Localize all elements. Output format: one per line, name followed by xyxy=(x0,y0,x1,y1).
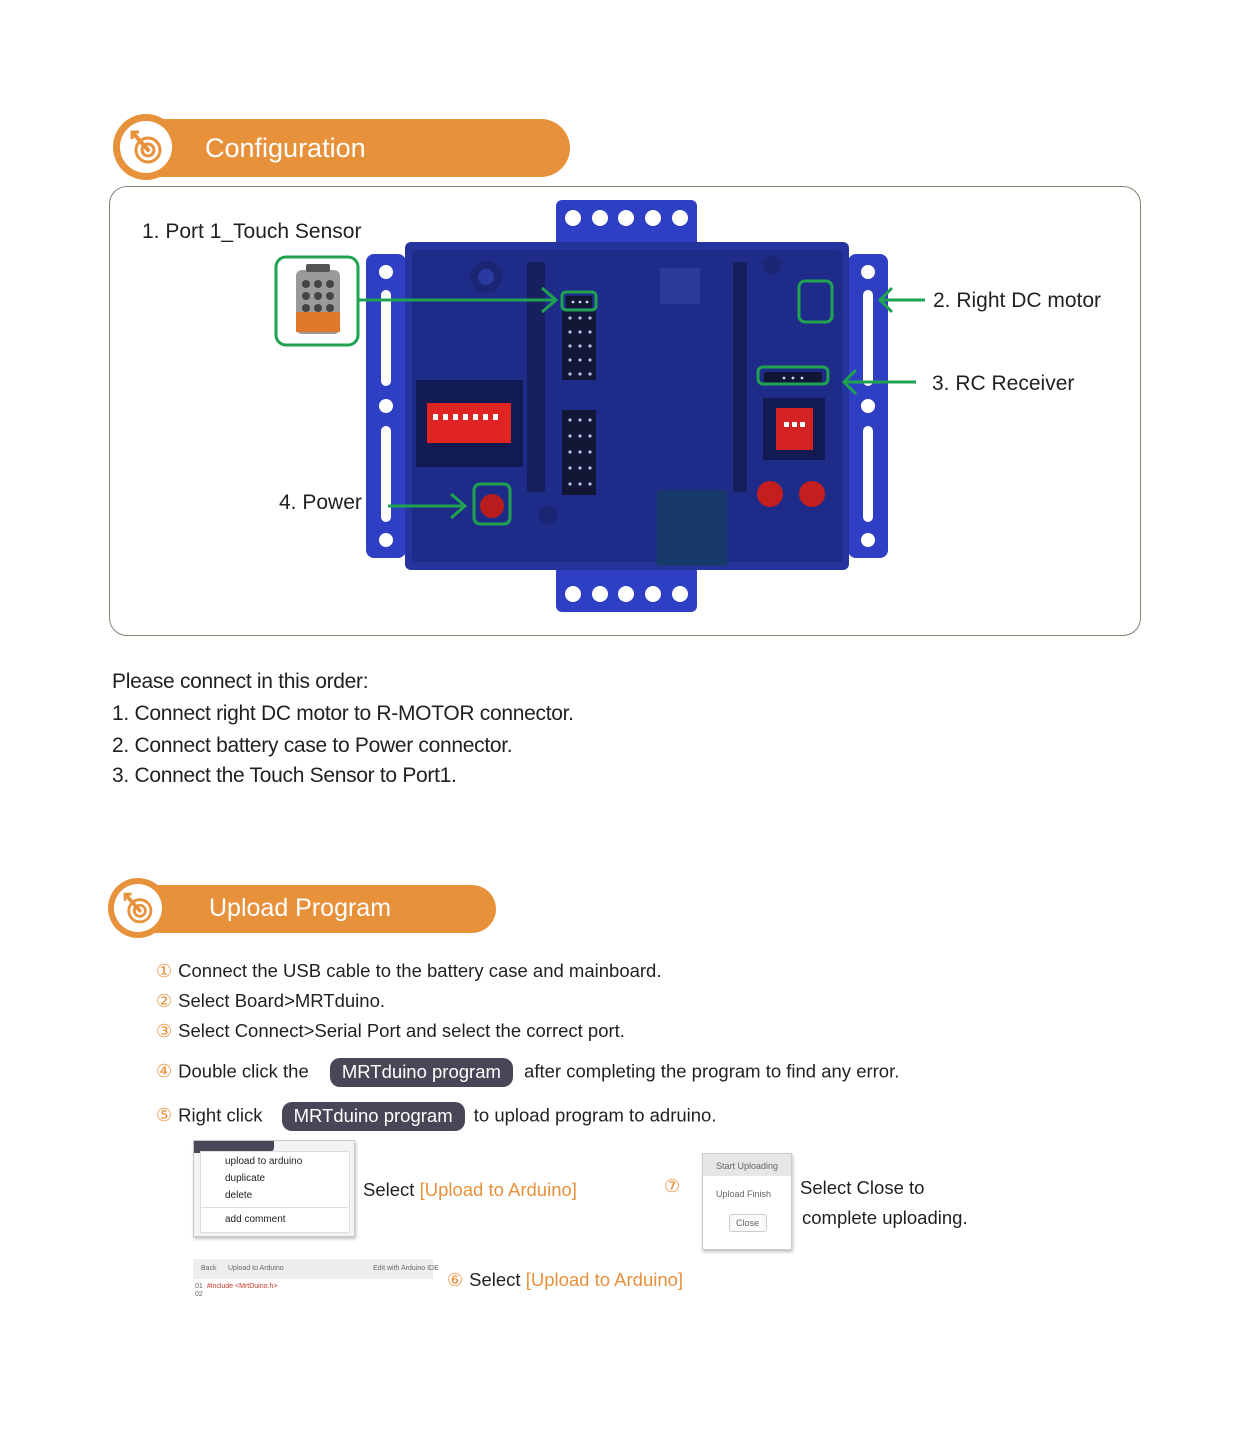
toolbar-bar xyxy=(193,1259,433,1279)
select-prefix: Select xyxy=(363,1179,415,1200)
dialog-close-button[interactable]: Close xyxy=(729,1214,767,1232)
step-text: Double click the xyxy=(178,1060,309,1082)
label-rc-receiver: 3. RC Receiver xyxy=(932,372,1075,395)
toolbar-back[interactable]: Back xyxy=(201,1265,217,1272)
upload-to-arduino-highlight: [Upload to Arduino] xyxy=(419,1179,577,1200)
step-number: ② xyxy=(156,991,173,1011)
toolbar-screenshot: Back Upload to Arduino Edit with Arduino… xyxy=(193,1259,439,1299)
step-text: Right click xyxy=(178,1104,263,1126)
label-right-dc-motor: 2. Right DC motor xyxy=(933,289,1102,312)
dialog-status: Upload Finish xyxy=(716,1189,772,1199)
step-text: to upload program to adruino. xyxy=(473,1104,717,1126)
connect-order-step-3: 3. Connect the Touch Sensor to Port1. xyxy=(112,764,457,787)
code-line-number: 02 xyxy=(195,1291,203,1298)
step-number: ⑤ xyxy=(156,1105,173,1126)
menu-item-duplicate[interactable]: duplicate xyxy=(225,1173,266,1184)
step-text: after completing the program to find any… xyxy=(524,1060,900,1082)
menu-item-delete[interactable]: delete xyxy=(225,1190,253,1201)
label-touch-sensor: 1. Port 1_Touch Sensor xyxy=(142,220,362,243)
menu-divider xyxy=(200,1207,348,1208)
connect-order-step-2: 2. Connect battery case to Power connect… xyxy=(112,734,513,757)
menu-item-add-comment[interactable]: add comment xyxy=(225,1214,286,1225)
step-7-number: ⑦ xyxy=(664,1176,681,1196)
hand-pointer-icon xyxy=(130,130,162,164)
step-text: Connect the USB cable to the battery cas… xyxy=(178,960,662,981)
step-number: ④ xyxy=(156,1061,173,1082)
code-line-number: 01 xyxy=(195,1283,203,1290)
configuration-badge xyxy=(113,114,179,180)
step-7-line-2: complete uploading. xyxy=(802,1207,968,1228)
step-7-line-1: Select Close to xyxy=(800,1177,925,1198)
step-number: ③ xyxy=(156,1021,173,1041)
step-text: Select Board>MRTduino. xyxy=(178,990,386,1011)
step-text: Select xyxy=(469,1269,521,1290)
context-menu xyxy=(200,1151,350,1233)
upload-to-arduino-highlight: [Upload to Arduino] xyxy=(525,1269,684,1290)
upload-banner: Upload Program xyxy=(138,885,496,933)
connect-order-intro: Please connect in this order: xyxy=(112,670,369,693)
close-label: Close xyxy=(736,1218,760,1228)
hand-pointer-icon xyxy=(123,892,153,924)
upload-dialog-screenshot: Start Uploading Upload Finish Close xyxy=(702,1153,792,1250)
toolbar-upload[interactable]: Upload to Arduino xyxy=(228,1265,284,1272)
configuration-title: Configuration xyxy=(205,133,366,163)
toolbar-edit[interactable]: Edit with Arduino IDE xyxy=(373,1265,439,1272)
context-menu-screenshot: upload to arduino duplicate delete add c… xyxy=(193,1140,355,1237)
upload-badge xyxy=(108,878,168,938)
mainboard-diagram xyxy=(274,200,925,612)
block-edge xyxy=(194,1141,274,1153)
menu-item-upload[interactable]: upload to arduino xyxy=(225,1156,303,1167)
mrtduino-program-block[interactable]: MRTduino program xyxy=(329,1058,513,1087)
select-upload-instruction: Select [Upload to Arduino] xyxy=(363,1179,577,1201)
dialog-title: Start Uploading xyxy=(716,1161,779,1171)
step-text: Select Connect>Serial Port and select th… xyxy=(178,1020,625,1041)
step-number: ⑥ xyxy=(447,1270,464,1290)
upload-title: Upload Program xyxy=(209,894,392,922)
configuration-panel xyxy=(109,186,1141,636)
dialog-titlebar xyxy=(703,1154,791,1176)
code-line: #include <MrtDuino.h> xyxy=(207,1283,278,1290)
mrtduino-program-block[interactable]: MRTduino program xyxy=(281,1102,465,1131)
connect-order-step-1: 1. Connect right DC motor to R-MOTOR con… xyxy=(112,702,574,725)
step-number: ① xyxy=(156,961,173,981)
configuration-banner: Configuration xyxy=(140,119,570,177)
label-power: 4. Power xyxy=(279,491,362,514)
